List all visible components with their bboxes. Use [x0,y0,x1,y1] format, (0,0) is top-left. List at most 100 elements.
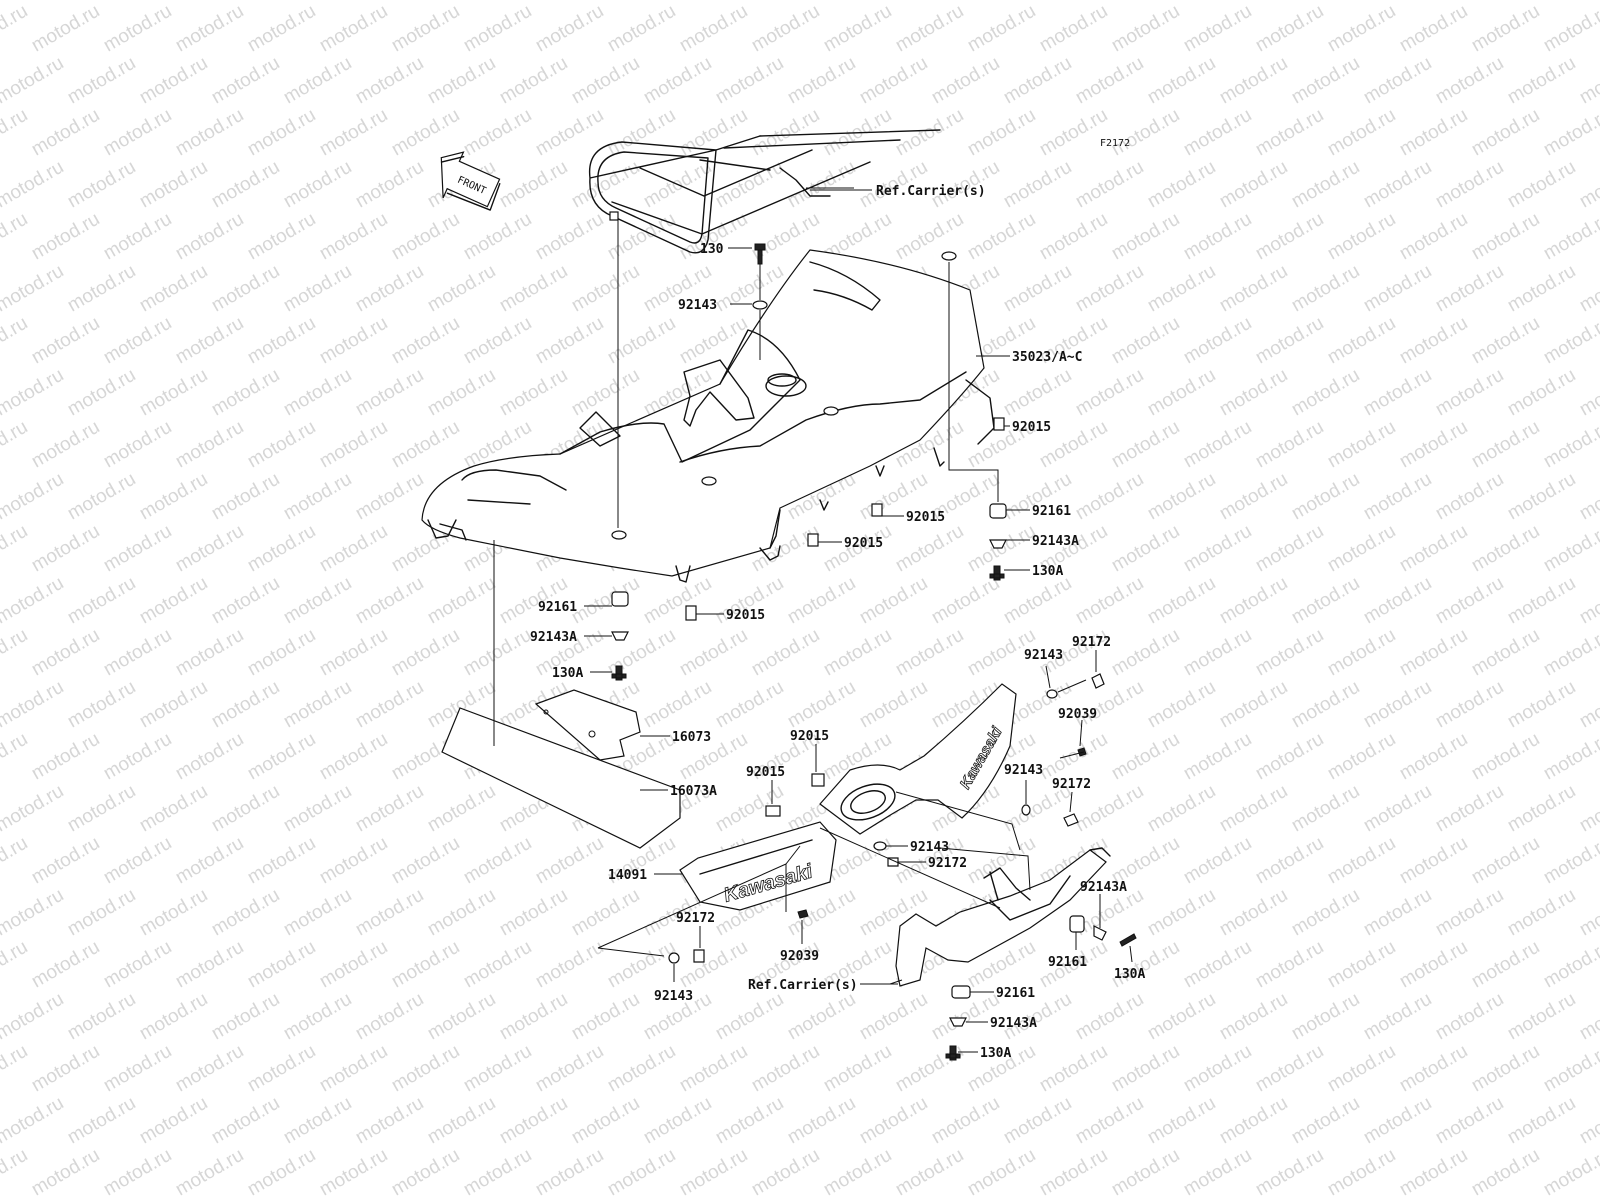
watermark-text: motod.ru [1036,209,1111,265]
watermark-text: motod.ru [676,1041,751,1097]
watermark-text: motod.ru [1288,781,1363,837]
watermark-text: motod.ru [100,209,175,265]
watermark-text: motod.ru [1072,573,1147,629]
watermark-text: motod.ru [1216,885,1291,941]
watermark-text: motod.ru [460,625,535,681]
watermark-text: motod.ru [1072,1093,1147,1149]
watermark-text: motod.ru [136,157,211,213]
watermark-text: motod.ru [0,521,31,577]
watermark-text: motod.ru [1036,105,1111,161]
watermark-text: motod.ru [172,209,247,265]
watermark-text: motod.ru [424,261,499,317]
watermark-text: motod.ru [928,0,1003,4]
collar-92143a-icon [611,631,629,641]
watermark-text: motod.ru [0,53,67,109]
watermark-text: motod.ru [1180,521,1255,577]
watermark-text: motod.ru [172,833,247,889]
callout-92172-r2: 92172 [1072,635,1111,650]
callout-92172-r3: 92172 [1052,777,1091,792]
watermark-text: motod.ru [1576,885,1600,941]
bolt-92172-icon [1063,813,1079,827]
watermark-text: motod.ru [460,209,535,265]
watermark-text: motod.ru [0,989,67,1045]
watermark-text: motod.ru [100,1145,175,1200]
watermark-text: motod.ru [244,1145,319,1200]
watermark-text: motod.ru [496,885,571,941]
mud-flap-16073a [441,707,681,849]
watermark-text: motod.ru [64,677,139,733]
watermark-text: motod.ru [352,781,427,837]
watermark-text: motod.ru [388,625,463,681]
watermark-text: motod.ru [460,833,535,889]
watermark-text: motod.ru [460,1145,535,1200]
watermark-text: motod.ru [1072,677,1147,733]
watermark-text: motod.ru [1432,157,1507,213]
watermark-text: motod.ru [28,625,103,681]
watermark-text: motod.ru [820,625,895,681]
watermark-text: motod.ru [784,0,859,4]
watermark-text: motod.ru [1252,833,1327,889]
watermark-text: motod.ru [0,729,31,785]
watermark-text: motod.ru [1324,209,1399,265]
fender-grommet [823,406,839,416]
watermark-text: motod.ru [352,989,427,1045]
watermark-text: motod.ru [1216,261,1291,317]
watermark-text: motod.ru [0,157,67,213]
watermark-text: motod.ru [1540,625,1600,681]
watermark-text: motod.ru [1144,261,1219,317]
watermark-text: motod.ru [532,1041,607,1097]
watermark-text: motod.ru [1144,365,1219,421]
watermark-text: motod.ru [100,417,175,473]
watermark-text: motod.ru [568,53,643,109]
clip-92015-icon [871,503,883,517]
clip-92015-icon [685,605,697,621]
watermark-text: motod.ru [1396,833,1471,889]
watermark-text: motod.ru [604,313,679,369]
callout-92172-b: 92172 [676,911,715,926]
clip-92015-icon [807,533,819,547]
watermark-text: motod.ru [1504,989,1579,1045]
watermark-text: motod.ru [100,313,175,369]
watermark-text: motod.ru [1072,261,1147,317]
watermark-text: motod.ru [28,105,103,161]
watermark-text: motod.ru [388,1145,463,1200]
watermark-text: motod.ru [1540,209,1600,265]
watermark-text: motod.ru [568,157,643,213]
watermark-text: motod.ru [1144,781,1219,837]
watermark-text: motod.ru [1576,0,1600,4]
watermark-text: motod.ru [208,0,283,4]
watermark-text: motod.ru [1180,1041,1255,1097]
watermark-text: motod.ru [0,781,67,837]
watermark-text: motod.ru [1396,1,1471,57]
watermark-text: motod.ru [1216,157,1291,213]
watermark-text: motod.ru [1072,365,1147,421]
watermark-text: motod.ru [208,677,283,733]
carrier-mount-tab [609,211,619,221]
watermark-text: motod.ru [280,365,355,421]
watermark-text: motod.ru [316,1145,391,1200]
watermark-text: motod.ru [136,677,211,733]
watermark-text: motod.ru [712,53,787,109]
watermark-text: motod.ru [964,1,1039,57]
watermark-text: motod.ru [568,885,643,941]
watermark-text: motod.ru [496,53,571,109]
watermark-text: motod.ru [964,105,1039,161]
watermark-text: motod.ru [0,0,67,4]
watermark-text: motod.ru [856,1093,931,1149]
watermark-text: motod.ru [856,53,931,109]
watermark-text: motod.ru [136,261,211,317]
watermark-text: motod.ru [892,625,967,681]
watermark-text: motod.ru [424,573,499,629]
watermark-text: motod.ru [1216,53,1291,109]
callout-92015-m1: 92015 [790,729,829,744]
watermark-text: motod.ru [1144,885,1219,941]
watermark-text: motod.ru [1360,53,1435,109]
watermark-text: motod.ru [1288,885,1363,941]
watermark-text: motod.ru [568,573,643,629]
watermark-text: motod.ru [1576,365,1600,421]
watermark-text: motod.ru [1540,1,1600,57]
watermark-text: motod.ru [784,53,859,109]
watermark-text: motod.ru [424,0,499,4]
watermark-text: motod.ru [1252,313,1327,369]
watermark-text: motod.ru [1324,1041,1399,1097]
